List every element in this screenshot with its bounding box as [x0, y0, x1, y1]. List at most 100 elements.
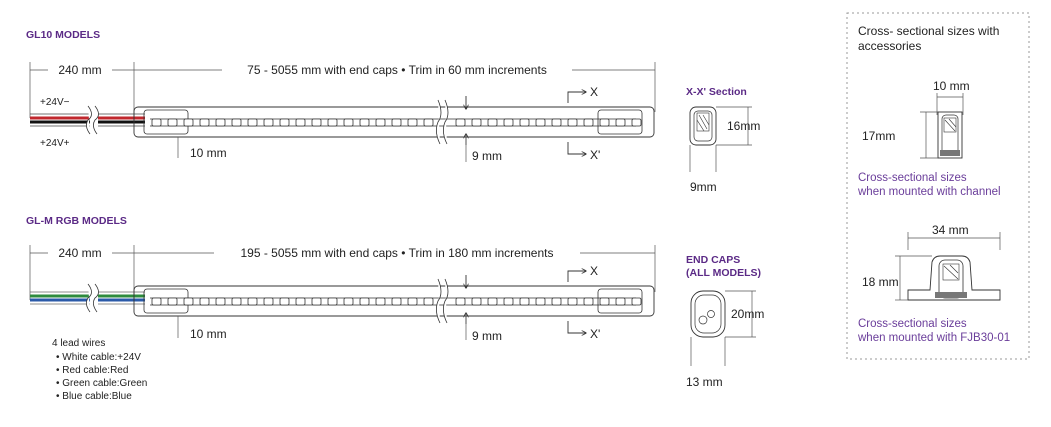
- led-chip: [455, 118, 466, 127]
- endcap-height: 20mm: [731, 307, 764, 321]
- fjb-height: 18 mm: [862, 275, 899, 289]
- section-width: 9mm: [690, 180, 717, 194]
- led-chip: [359, 118, 370, 127]
- led-chip: [311, 118, 322, 127]
- wire-item: • Red cable:Red: [56, 365, 128, 376]
- gl10-x2-mark: X': [590, 148, 600, 162]
- led-chip: [343, 118, 354, 127]
- led-chip: [567, 297, 578, 306]
- fjb-caption-2: when mounted with FJB30-01: [857, 332, 1010, 344]
- glm-x-mark: X: [590, 264, 598, 278]
- led-chip: [295, 297, 306, 306]
- led-chip: [263, 118, 274, 127]
- section-height: 16mm: [727, 119, 760, 133]
- fjb-caption-1: Cross-sectional sizes: [858, 318, 967, 330]
- led-chip: [215, 297, 226, 306]
- fjb-profile: [907, 255, 1001, 301]
- led-chip: [583, 118, 594, 127]
- section-title: X-X' Section: [686, 86, 747, 98]
- led-chip: [167, 297, 178, 306]
- accessories-title-2: accessories: [858, 39, 921, 53]
- accessories-title-1: Cross- sectional sizes with: [858, 24, 999, 38]
- led-chip: [231, 297, 242, 306]
- led-chip: [423, 297, 434, 306]
- led-chip: [583, 297, 594, 306]
- led-chip: [599, 297, 610, 306]
- led-chip: [567, 118, 578, 127]
- led-chip: [455, 297, 466, 306]
- led-chip: [167, 118, 178, 127]
- led-chip: [279, 118, 290, 127]
- led-chip: [215, 118, 226, 127]
- led-chip: [311, 297, 322, 306]
- wires-title: 4 lead wires: [52, 338, 105, 349]
- led-chip: [407, 297, 418, 306]
- gl10-strip-width: 9 mm: [472, 149, 502, 163]
- glm-lead-wires: [30, 283, 145, 313]
- led-chip: [151, 118, 162, 127]
- section-profile: [689, 106, 717, 146]
- gl10-cable-length: 240 mm: [58, 63, 101, 77]
- led-chip: [551, 297, 562, 306]
- glm-title: GL-M RGB MODELS: [26, 215, 127, 227]
- led-chip: [231, 118, 242, 127]
- led-chip: [247, 297, 258, 306]
- led-chip: [391, 297, 402, 306]
- led-chip: [631, 297, 642, 306]
- led-chip: [183, 297, 194, 306]
- gl10-cap-length: 10 mm: [190, 146, 227, 160]
- led-chip: [423, 118, 434, 127]
- channel-caption-2: when mounted with channel: [857, 186, 1001, 198]
- channel-caption-1: Cross-sectional sizes: [858, 172, 967, 184]
- led-chip: [407, 118, 418, 127]
- led-chip: [247, 118, 258, 127]
- glm-length-note: 195 - 5055 mm with end caps • Trim in 18…: [241, 246, 554, 260]
- led-chip: [199, 118, 210, 127]
- led-chip: [503, 118, 514, 127]
- glm-cable-length: 240 mm: [58, 246, 101, 260]
- glm-cap-length: 10 mm: [190, 327, 227, 341]
- led-chip: [343, 297, 354, 306]
- endcap-width: 13 mm: [686, 375, 723, 389]
- gl10-neg-label: +24V−: [40, 97, 70, 108]
- led-chip: [199, 297, 210, 306]
- accessories-box: [846, 12, 1030, 360]
- led-chip: [471, 297, 482, 306]
- led-chip: [519, 118, 530, 127]
- gl10-dimension-line: [29, 62, 656, 118]
- led-chip: [327, 118, 338, 127]
- gl10-x-mark: X: [590, 85, 598, 99]
- led-chip: [263, 297, 274, 306]
- channel-height: 17mm: [862, 129, 895, 143]
- gl10-title: GL10 MODELS: [26, 29, 100, 41]
- led-chip: [503, 297, 514, 306]
- glm-strip: [133, 278, 655, 324]
- led-chip: [359, 297, 370, 306]
- gl10-strip: [133, 99, 655, 145]
- glm-strip-width: 9 mm: [472, 329, 502, 343]
- gl10-pos-label: +24V+: [40, 138, 70, 149]
- led-chip: [487, 118, 498, 127]
- led-chip: [615, 118, 626, 127]
- fjb-width: 34 mm: [932, 223, 969, 237]
- wire-item: • White cable:+24V: [56, 352, 141, 363]
- channel-profile: [937, 111, 963, 159]
- led-chip: [375, 118, 386, 127]
- gl10-length-note: 75 - 5055 mm with end caps • Trim in 60 …: [247, 63, 547, 77]
- led-chip: [487, 297, 498, 306]
- led-chip: [631, 118, 642, 127]
- led-chip: [535, 118, 546, 127]
- led-chip: [599, 118, 610, 127]
- led-chip: [615, 297, 626, 306]
- led-chip: [535, 297, 546, 306]
- led-chip: [551, 118, 562, 127]
- led-chip: [391, 118, 402, 127]
- led-chip: [471, 118, 482, 127]
- led-chip: [327, 297, 338, 306]
- endcaps-title-2: (ALL MODELS): [686, 267, 761, 279]
- glm-x2-mark: X': [590, 327, 600, 341]
- wire-item: • Blue cable:Blue: [56, 391, 132, 402]
- led-chip: [279, 297, 290, 306]
- led-chip: [519, 297, 530, 306]
